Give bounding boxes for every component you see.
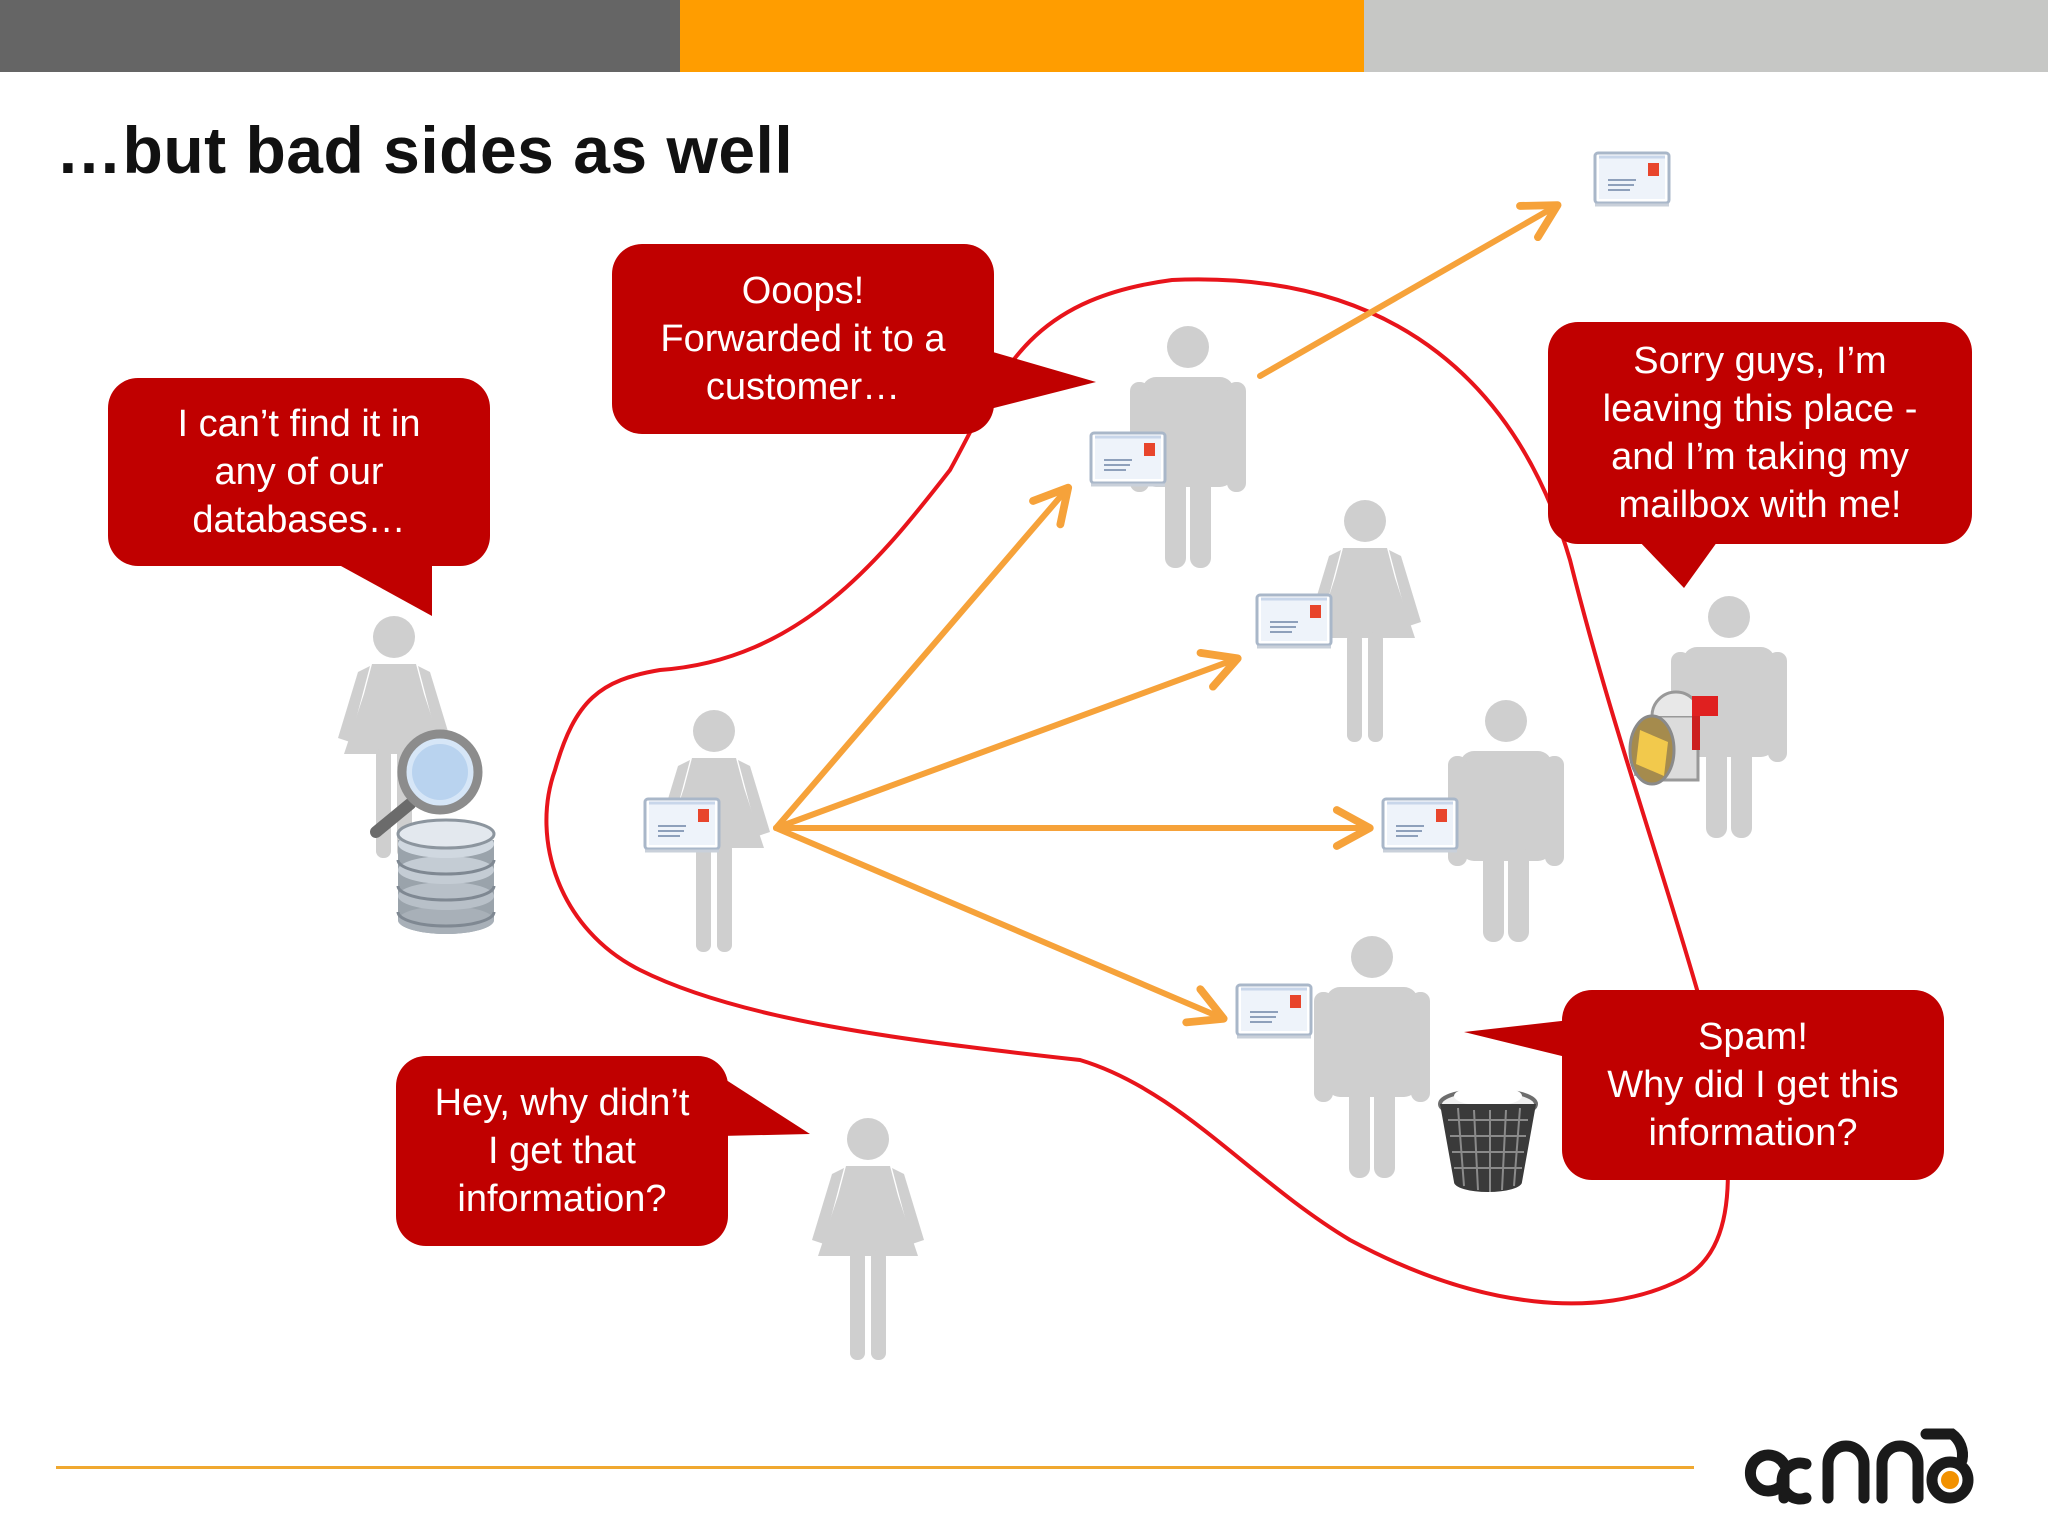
envelope-icon bbox=[1235, 983, 1313, 1039]
speech-bubble-leaving bbox=[1548, 322, 1972, 588]
arrow-forward-out bbox=[1257, 201, 1562, 379]
speech-bubble-missing bbox=[396, 1056, 810, 1246]
envelope-icon bbox=[1255, 593, 1333, 649]
bubble-text-databases: I can’t find it in any of our databases… bbox=[177, 403, 421, 541]
footer-line bbox=[56, 1466, 1694, 1469]
person-excluded bbox=[812, 1118, 924, 1360]
slide-title: …but bad sides as well bbox=[56, 113, 794, 187]
person-recipient-man bbox=[1448, 700, 1564, 942]
bubble-text-forwarded: Ooops! Forwarded it to a customer… bbox=[660, 270, 946, 408]
bubble-text-leaving: Sorry guys, I’m leaving this place - and… bbox=[1602, 340, 1918, 526]
speech-bubble-forwarded bbox=[612, 244, 1096, 434]
database-icon bbox=[396, 818, 496, 934]
magnifier-icon bbox=[370, 729, 483, 838]
top-bar-light bbox=[1364, 0, 2048, 72]
arrow-to-spam-man bbox=[773, 825, 1228, 1027]
speech-bubble-spam bbox=[1464, 990, 1944, 1180]
speech-bubble-databases bbox=[108, 378, 490, 616]
organization-boundary bbox=[544, 277, 1730, 1306]
envelope-icon bbox=[1381, 797, 1459, 853]
envelope-icon bbox=[1593, 151, 1671, 207]
envelope-icon bbox=[1089, 431, 1167, 487]
envelope-icon bbox=[643, 797, 721, 853]
mailbox-icon bbox=[1628, 690, 1718, 786]
bubble-text-missing: Hey, why didn’t I get that information? bbox=[434, 1082, 690, 1220]
asando-logo bbox=[1744, 1428, 1974, 1505]
person-spam-recipient bbox=[1314, 936, 1430, 1178]
top-bar-accent bbox=[680, 0, 1364, 72]
trash-bin-icon bbox=[1438, 1086, 1538, 1192]
arrow-to-woman bbox=[773, 648, 1242, 831]
bubble-text-spam: Spam! Why did I get this information? bbox=[1607, 1016, 1899, 1154]
top-bar-dark bbox=[0, 0, 680, 72]
arrow-to-top-man bbox=[773, 483, 1073, 831]
